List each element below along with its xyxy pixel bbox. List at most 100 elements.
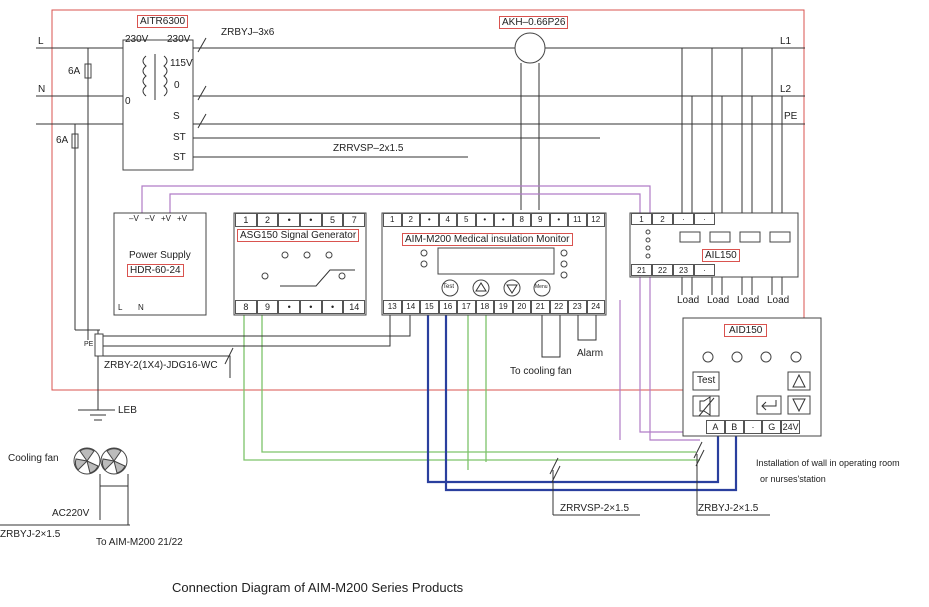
aid-test-button[interactable] [692,371,720,391]
line-label: L2 [780,84,792,95]
akh-label: AKH–0.66P26 [499,16,569,29]
aim-menu-label: Menu [535,284,548,290]
ps-terminal: L [118,303,123,312]
ps-terminal: –V [145,214,155,223]
ps-model: HDR-60-24 [127,264,184,277]
line-label: N [38,84,46,95]
terminal: • [321,300,344,314]
cooling-fan-output-label: To cooling fan [510,366,572,377]
cable-label: ZRBYJ-2×1.5 [698,503,759,514]
terminal: 17 [457,300,476,314]
to-aim-label: To AIM-M200 21/22 [96,537,183,548]
terminal: 5 [457,213,476,227]
terminal: 23 [673,264,694,276]
voltage-label: 230V [125,34,149,45]
terminal: 19 [494,300,513,314]
purple-wires [141,185,705,441]
terminal: G [762,420,782,434]
line-label: PE [784,111,798,122]
current-transformer [514,32,546,64]
aim-test-label: Test [443,284,455,290]
terminal: • [549,213,568,227]
cable-label: ZRRVSP–2x1.5 [333,143,404,154]
aim-menu-button[interactable] [533,279,551,297]
terminal: 1 [383,213,402,227]
load-label: Load [767,295,790,306]
terminal: • [278,213,301,227]
aid-title: AID150 [724,324,768,337]
up-arrow-icon [475,282,487,292]
line-label: L1 [780,36,792,47]
voltage-label: 230V [167,34,191,45]
alarm-label: Alarm [577,348,604,359]
terminal: · [694,213,715,225]
terminal: · [694,264,715,276]
terminal: 9 [256,300,279,314]
aitr-label: AITR6300 [137,15,189,28]
ps-terminal: +V [161,214,172,223]
aim-lcd [437,247,555,275]
terminal: B [724,420,744,434]
ac-label: AC220V [52,508,90,519]
terminal: 1 [631,213,652,225]
voltage-label: 115V [170,58,193,69]
terminal: • [300,213,322,227]
terminal: A [706,420,725,434]
aim-test-button[interactable] [441,279,459,297]
aim-down-button[interactable] [503,279,521,297]
leb-label: LEB [118,405,137,416]
fuse-label: 6A [56,135,69,146]
cable-markers [197,37,705,483]
terminal: 24 [586,300,605,314]
load-label: Load [707,295,730,306]
load-label: Load [677,295,700,306]
terminal: 8 [235,300,257,314]
terminal: 23 [568,300,587,314]
blue-wires [426,300,738,492]
cable-label: ZRRVSP-2×1.5 [560,503,630,514]
cable-label: ZRBYJ-2×1.5 [0,529,61,540]
terminal: 24V [781,420,800,434]
terminal: · [743,420,763,434]
enter-arrow-icon [761,400,777,411]
zrbyj-cable-label: ZRBYJ–3x6 [221,27,275,38]
terminal: 1 [235,213,257,227]
aid-enter-button[interactable] [756,395,782,415]
ps-terminal: +V [177,214,188,223]
terminal: 20 [512,300,531,314]
asg-title: ASG150 Signal Generator [237,229,360,242]
terminal: 2 [401,213,420,227]
terminal: 9 [531,213,550,227]
terminal: 11 [568,213,587,227]
terminal: • [494,213,513,227]
pe-terminal [94,333,104,357]
down-triangle-icon [792,398,806,413]
terminal: 8 [512,213,531,227]
terminal: • [420,213,439,227]
terminal: 21 [531,300,550,314]
cable-label: ZRBY-2(1X4)-JDG16-WC [104,360,218,371]
terminal: • [475,213,494,227]
terminal: 18 [475,300,494,314]
terminal: 4 [438,213,457,227]
terminal: 16 [438,300,457,314]
voltage-label: 0 [174,80,180,91]
voltage-label: 0 [125,96,131,107]
transformer [122,39,194,171]
diagram-caption: Connection Diagram of AIM-M200 Series Pr… [172,580,464,595]
terminal: • [300,300,322,314]
aid-test-label: Test [697,375,716,386]
terminal: 14 [401,300,420,314]
aim-title: AIM-M200 Medical insulation Monitor [402,233,573,246]
terminal: 12 [586,213,605,227]
terminal: · [673,213,694,225]
terminal: 2 [652,213,673,225]
aim-up-button[interactable] [472,279,490,297]
install-note: or nurses'station [760,474,826,484]
terminal: 7 [343,213,366,227]
